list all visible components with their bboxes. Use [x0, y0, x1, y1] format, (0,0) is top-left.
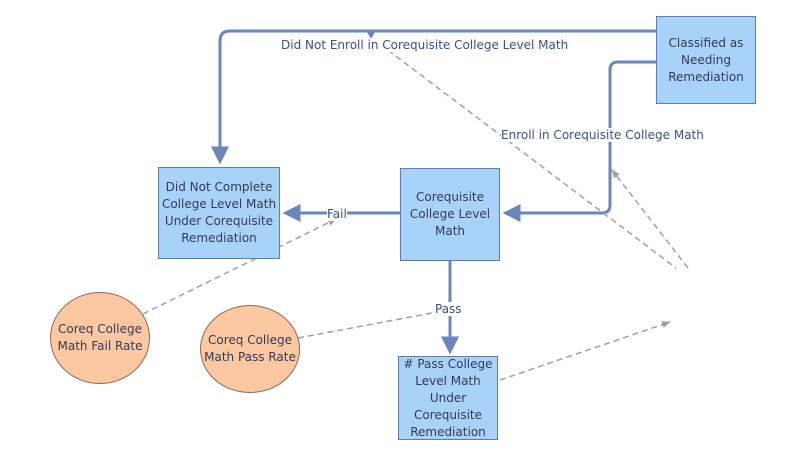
node-pass-college-label: # Pass College Level Math Under Corequis… — [403, 356, 493, 439]
node-coreq-math[interactable]: Corequisite College Level Math — [400, 168, 500, 261]
node-coreq-math-label: Corequisite College Level Math — [409, 190, 491, 238]
node-pass-rate-label: Coreq College Math Pass Rate — [204, 333, 296, 364]
node-did-not-complete-label: Did Not Complete College Level Math Unde… — [161, 180, 277, 245]
link-fail-rate — [142, 218, 337, 315]
link-pass-outflow — [499, 321, 671, 381]
label-enroll: Enroll in Corequisite College Math — [501, 128, 704, 142]
label-pass: Pass — [435, 302, 462, 316]
link-pass-rate — [297, 308, 449, 339]
node-fail-rate-label: Coreq College Math Fail Rate — [57, 322, 143, 353]
link-enroll-diagonal — [371, 37, 677, 269]
node-fail-rate[interactable]: Coreq College Math Fail Rate — [50, 292, 150, 384]
label-did-not-enroll: Did Not Enroll in Corequisite College Le… — [281, 38, 569, 52]
node-classified-label: Classified as Needing Remediation — [668, 35, 744, 84]
flow-did-not-enroll — [211, 29, 656, 165]
node-pass-college[interactable]: # Pass College Level Math Under Corequis… — [398, 356, 498, 440]
node-classified[interactable]: Classified as Needing Remediation — [656, 16, 756, 104]
node-did-not-complete[interactable]: Did Not Complete College Level Math Unde… — [158, 167, 280, 259]
label-fail: Fail — [327, 207, 347, 221]
node-pass-rate[interactable]: Coreq College Math Pass Rate — [200, 305, 300, 393]
flow-marker-tick — [367, 32, 375, 39]
link-enroll-rate — [611, 169, 689, 269]
